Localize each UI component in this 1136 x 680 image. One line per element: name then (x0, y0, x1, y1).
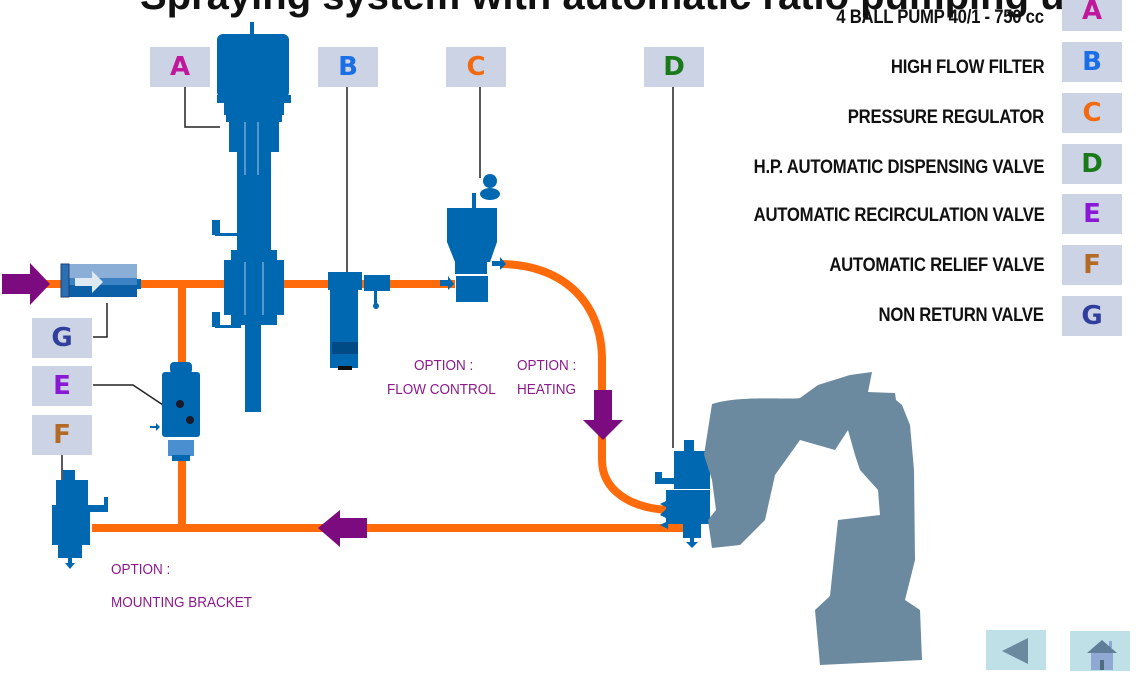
leader-lines (61, 87, 674, 480)
dispensing-valve-d (655, 440, 710, 548)
recirculation-valve-e (150, 362, 200, 461)
tag-f: F (32, 415, 92, 455)
legend-tag-a-letter: A (1081, 0, 1103, 26)
legend-label-d: H.P. AUTOMATIC DISPENSING VALVE (753, 157, 1044, 178)
option-flow-control-line2: FLOW CONTROL (387, 381, 496, 398)
legend-tag-f: F (1062, 245, 1122, 285)
legend-label-a: 4 BALL PUMP 40/1 - 750 cc (836, 7, 1045, 28)
flow-arrows (2, 263, 623, 547)
relief-valve-f (52, 470, 108, 569)
tag-c-letter: C (466, 52, 486, 82)
legend-tag-f-letter: F (1083, 250, 1101, 280)
legend-item-d: H.P. AUTOMATIC DISPENSING VALVE (753, 148, 1044, 188)
tag-b-letter: B (338, 52, 358, 82)
legend-label-c: PRESSURE REGULATOR (847, 107, 1044, 128)
tag-f-letter: F (53, 420, 71, 450)
back-button[interactable] (986, 630, 1046, 670)
legend-tag-d-letter: D (1081, 149, 1103, 179)
tag-d-letter: D (663, 52, 685, 82)
option-heating-line1: OPTION : (517, 357, 577, 374)
home-button[interactable] (1070, 631, 1130, 671)
legend-tag-d: D (1062, 144, 1122, 184)
robot-silhouette (704, 372, 922, 665)
legend-item-e: AUTOMATIC RECIRCULATION VALVE (753, 196, 1044, 236)
legend-tag-e-letter: E (1083, 199, 1101, 229)
legend-tag-g: G (1062, 296, 1122, 336)
tag-a: A (150, 47, 210, 87)
pipes (45, 260, 690, 532)
tag-g-letter: G (51, 323, 73, 353)
tag-g: G (32, 318, 92, 358)
legend-item-a: 4 BALL PUMP 40/1 - 750 cc (836, 0, 1045, 38)
legend-item-b: HIGH FLOW FILTER (890, 48, 1045, 88)
legend-item-g: NON RETURN VALVE (879, 296, 1044, 336)
tag-d: D (644, 47, 704, 87)
leader-a (184, 87, 220, 128)
legend-tag-e: E (1062, 194, 1122, 234)
legend-tag-c: C (1062, 93, 1122, 133)
option-flow-control-line1: OPTION : (414, 357, 474, 374)
feed-pipe-d (499, 260, 669, 514)
legend-label-g: NON RETURN VALVE (878, 305, 1044, 326)
legend-tag-b: B (1062, 42, 1122, 82)
page-title: Spraying system with automatic ratio pum… (140, 0, 1113, 19)
down-flow-arrow (583, 390, 623, 440)
legend-tag-c-letter: C (1082, 98, 1102, 128)
inlet-arrow (2, 263, 50, 305)
tag-e-letter: E (53, 371, 71, 401)
non-return-valve-g (60, 263, 141, 298)
filter-b (328, 272, 390, 370)
return-flow-arrow (318, 510, 367, 547)
leader-g (93, 303, 108, 338)
legend-tag-a: A (1062, 0, 1122, 31)
option-mounting-line2: MOUNTING BRACKET (111, 594, 253, 611)
option-heating-line2: HEATING (517, 381, 577, 398)
regulator-c (440, 174, 506, 302)
tag-c: C (446, 47, 506, 87)
legend-item-f: AUTOMATIC RELIEF VALVE (829, 246, 1044, 286)
option-mounting-line1: OPTION : (111, 561, 171, 578)
tag-a-letter: A (169, 52, 191, 82)
pump-a (212, 22, 291, 412)
tag-e: E (32, 366, 92, 406)
legend-label-e: AUTOMATIC RECIRCULATION VALVE (753, 205, 1044, 226)
legend-label-f: AUTOMATIC RELIEF VALVE (829, 255, 1044, 276)
legend-tag-g-letter: G (1081, 301, 1103, 331)
triangle-left-icon (1002, 638, 1028, 664)
tag-b: B (318, 47, 378, 87)
home-icon (1087, 640, 1117, 670)
legend-label-b: HIGH FLOW FILTER (890, 57, 1045, 78)
leader-e (93, 384, 164, 406)
legend-item-c: PRESSURE REGULATOR (848, 98, 1044, 138)
legend-tag-b-letter: B (1082, 47, 1102, 77)
